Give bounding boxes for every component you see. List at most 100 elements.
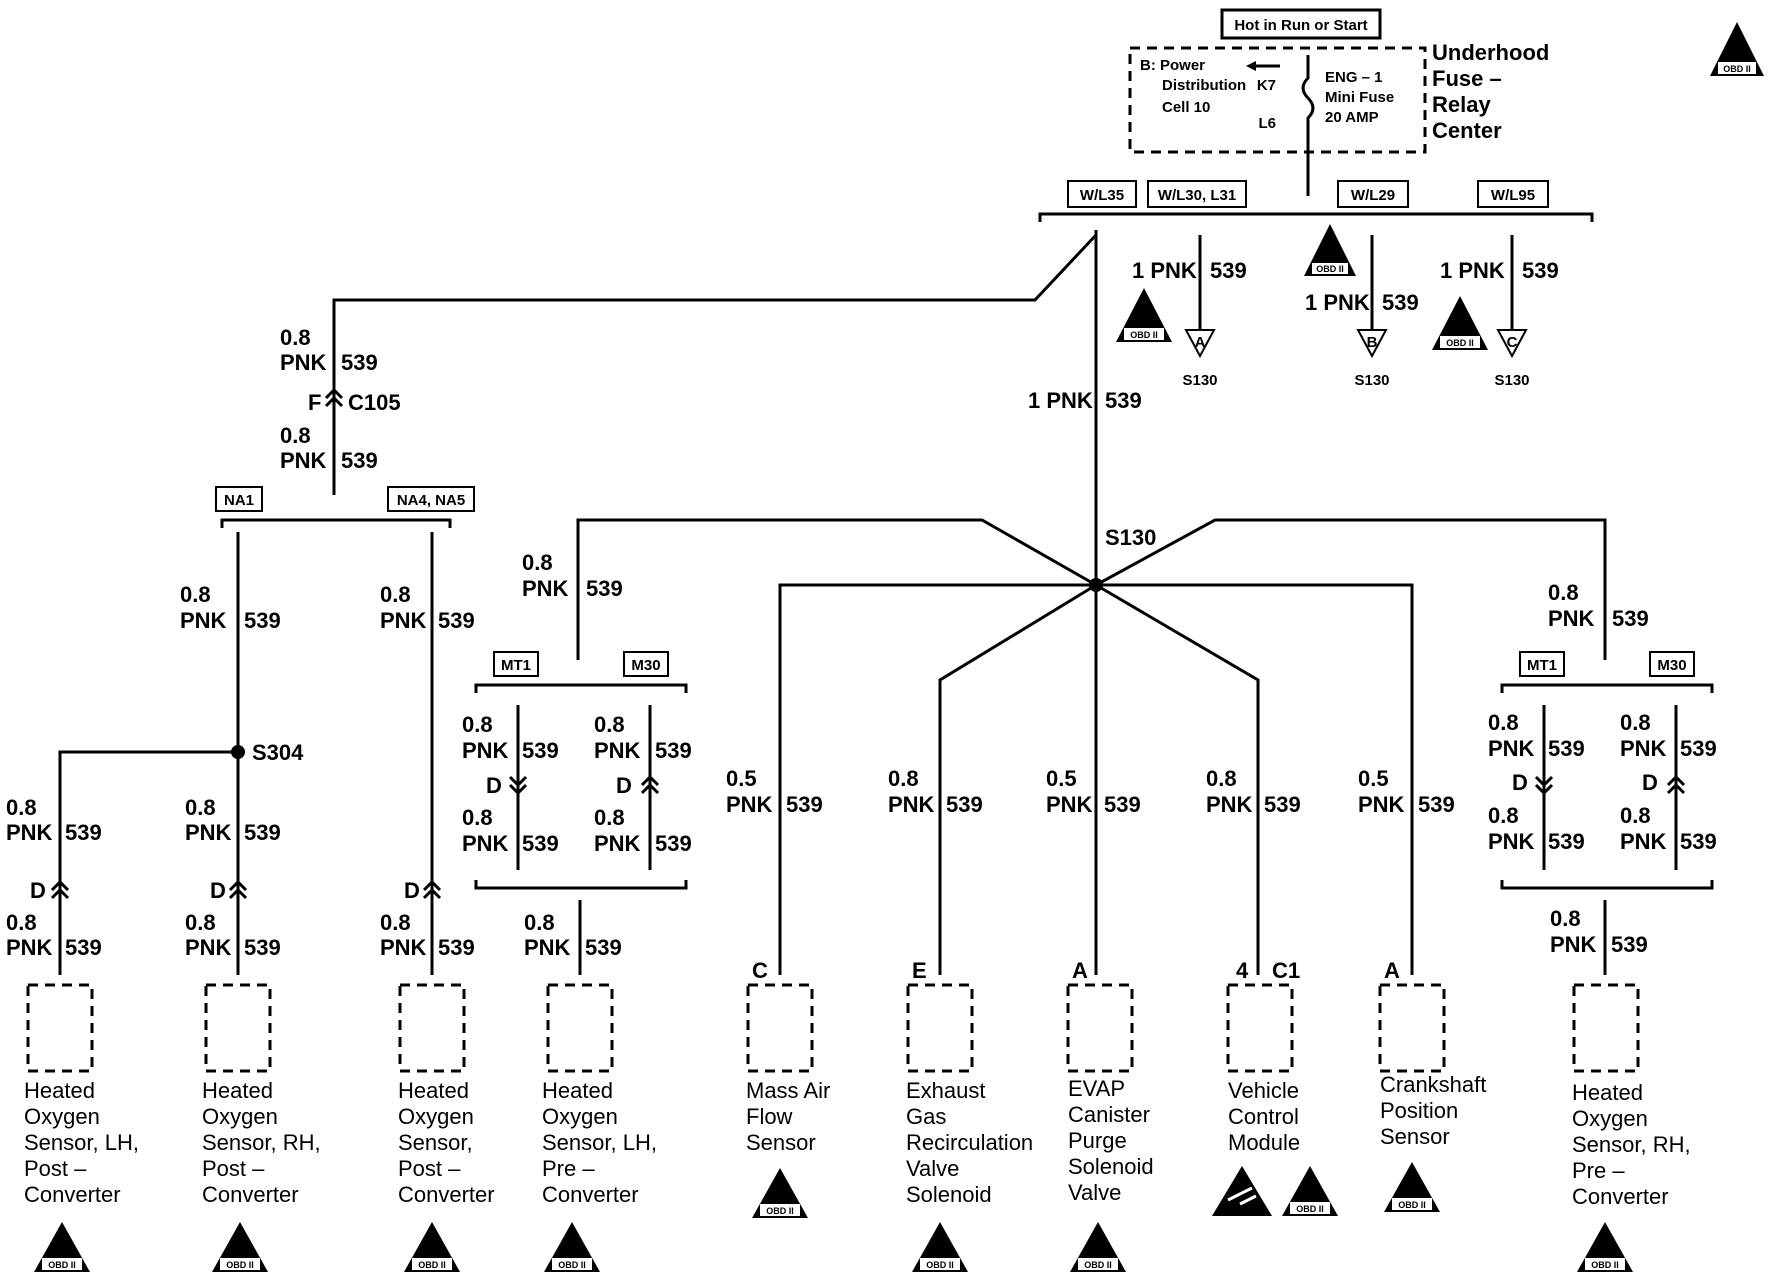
fuse-text-1: ENG – 1 <box>1325 69 1383 86</box>
svg-text:D: D <box>30 878 46 903</box>
wire-label-c-circuit: 539 <box>1522 258 1559 283</box>
svg-text:PNK: PNK <box>1550 932 1597 957</box>
svg-text:OBD II: OBD II <box>1398 1200 1426 1210</box>
left-wire-labels: 0.8 PNK 539 D 0.8 PNK 539 0.8 PNK 539 D … <box>6 795 475 960</box>
svg-text:539: 539 <box>65 820 102 845</box>
wl-10: 0.8 <box>380 582 411 607</box>
svg-text:D: D <box>210 878 226 903</box>
svg-text:539: 539 <box>786 792 823 817</box>
svg-text:PNK: PNK <box>1620 736 1667 761</box>
svg-text:M30: M30 <box>631 657 660 674</box>
s130-branch-labels: 0.5 PNK 539 0.8 PNK 539 0.5 PNK 539 0.8 … <box>726 580 1649 817</box>
obd-icon: OBD II <box>1384 1162 1440 1212</box>
svg-text:OBD II: OBD II <box>1723 64 1751 74</box>
svg-text:539: 539 <box>655 738 692 763</box>
pin-vcm: 4 <box>1236 958 1249 983</box>
svg-text:539: 539 <box>244 820 281 845</box>
splice-s130-label: S130 <box>1105 525 1156 550</box>
power-dist-label-1: B: Power <box>1140 57 1205 74</box>
svg-text:W/L95: W/L95 <box>1491 187 1535 204</box>
component-box <box>1572 983 1640 1073</box>
svg-text:0.8: 0.8 <box>1488 803 1519 828</box>
wire-maf <box>778 583 1096 975</box>
svg-text:PNK: PNK <box>462 738 509 763</box>
wire-s304-branch <box>58 750 238 975</box>
s130-ref-b: S130 <box>1354 372 1389 389</box>
svg-text:PNK: PNK <box>726 792 773 817</box>
svg-text:PNK: PNK <box>380 935 427 960</box>
option-m30-left: M30 <box>623 651 669 677</box>
component-box <box>546 983 614 1073</box>
svg-text:OBD II: OBD II <box>418 1260 446 1270</box>
d-connector <box>1534 775 1554 796</box>
connector-c1: C1 <box>1272 958 1300 983</box>
wl-2: PNK <box>280 350 327 375</box>
svg-text:MT1: MT1 <box>1527 657 1557 674</box>
component-box <box>1226 983 1294 1073</box>
obd-icon: OBD II <box>1304 224 1356 276</box>
obd-icon: OBD II <box>1116 288 1172 342</box>
svg-text:0.8: 0.8 <box>185 795 216 820</box>
option-bracket-top <box>1038 212 1594 222</box>
ref-triangle-c <box>1496 329 1528 359</box>
svg-text:539: 539 <box>1548 829 1585 854</box>
wl-6: 539 <box>341 448 378 473</box>
obd-icon: OBD II <box>912 1222 968 1272</box>
svg-text:PNK: PNK <box>1206 792 1253 817</box>
component-box <box>398 983 466 1073</box>
svg-text:PNK: PNK <box>185 820 232 845</box>
d-connector <box>508 775 528 796</box>
s130-ref-a: S130 <box>1182 372 1217 389</box>
obd-icon: OBD II <box>212 1222 268 1272</box>
svg-text:W/L35: W/L35 <box>1080 187 1124 204</box>
wl-4: 0.8 <box>280 423 311 448</box>
obd-icon: OBD II <box>1432 296 1488 350</box>
connector-f: F <box>308 390 321 415</box>
svg-text:0.8: 0.8 <box>462 805 493 830</box>
option-m30-right: M30 <box>1649 651 1695 677</box>
fuse-center-outline <box>1128 46 1427 154</box>
svg-text:OBD II: OBD II <box>926 1260 954 1270</box>
wire-label-b-gauge: 1 PNK <box>1305 290 1370 315</box>
svg-text:OBD II: OBD II <box>1296 1204 1324 1214</box>
svg-text:D: D <box>1512 770 1528 795</box>
svg-text:OBD II: OBD II <box>1446 338 1474 348</box>
ref-triangle-b <box>1356 329 1388 359</box>
svg-text:OBD II: OBD II <box>48 1260 76 1270</box>
svg-text:PNK: PNK <box>1358 792 1405 817</box>
svg-text:OBD II: OBD II <box>1084 1260 1112 1270</box>
svg-text:0.8: 0.8 <box>380 910 411 935</box>
component-box <box>1066 983 1134 1073</box>
svg-text:0.8: 0.8 <box>1488 710 1519 735</box>
eng1-fuse <box>1301 55 1315 196</box>
obd-icon: OBD II <box>1710 22 1764 76</box>
svg-text:D: D <box>1642 770 1658 795</box>
option-mt1-right: MT1 <box>1519 651 1565 677</box>
svg-text:PNK: PNK <box>524 935 571 960</box>
svg-text:539: 539 <box>655 831 692 856</box>
obd-icon: OBD II <box>1577 1222 1633 1272</box>
option-na1: NA1 <box>215 486 263 512</box>
c105-connector <box>324 387 344 408</box>
d-connector <box>1666 774 1686 795</box>
svg-text:0.8: 0.8 <box>1620 710 1651 735</box>
pin-l6: L6 <box>1258 115 1276 132</box>
option-bracket-mt1-right <box>1500 683 1714 693</box>
fuse-center-label-3: Relay <box>1432 92 1491 117</box>
svg-text:539: 539 <box>522 831 559 856</box>
option-wl30: W/L30, L31 <box>1147 180 1247 208</box>
hot-in-run-label: Hot in Run or Start <box>1234 17 1367 34</box>
svg-text:NA1: NA1 <box>224 492 254 509</box>
option-wl35: W/L35 <box>1067 180 1137 208</box>
svg-text:PNK: PNK <box>185 935 232 960</box>
component-box <box>1378 983 1446 1073</box>
wire-label-a-gauge: 1 PNK <box>1132 258 1197 283</box>
svg-text:0.8: 0.8 <box>594 805 625 830</box>
